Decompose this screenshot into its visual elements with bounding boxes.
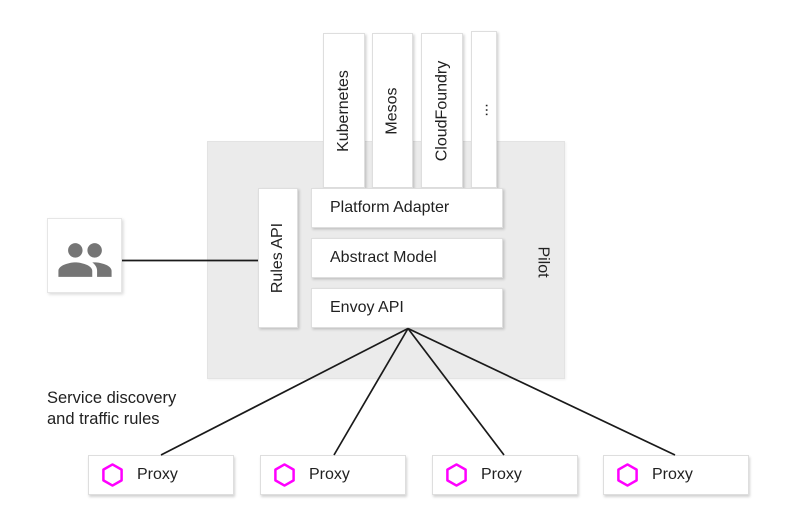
platform-label-kubernetes: Kubernetes [335,69,352,152]
layer-label-abstract-model: Abstract Model [330,249,437,266]
proxy-label: Proxy [481,466,522,483]
pilot-title: Pilot [521,234,565,290]
platform-box-ellipsis: ... [471,31,497,188]
rules-api-box: Rules API [258,188,298,328]
operator-box [47,218,122,293]
platform-label-cloudfoundry: CloudFoundry [433,60,450,161]
platform-label-ellipsis: ... [475,102,492,117]
platform-label-mesos: Mesos [383,86,401,135]
proxy-box-3: Proxy [432,455,578,495]
proxy-box-1: Proxy [88,455,234,495]
pilot-title-label: Pilot [535,246,552,278]
hexagon-icon [274,463,295,487]
proxy-box-2: Proxy [260,455,406,495]
hexagon-icon [617,463,638,487]
proxy-label: Proxy [137,466,178,483]
proxy-box-4: Proxy [603,455,749,495]
layer-envoy-api: Envoy API [311,288,503,328]
users-icon [57,243,112,277]
service-discovery-caption: Service discovery and traffic rules [47,389,177,428]
hexagon-icon [446,463,467,487]
layer-label-envoy-api: Envoy API [330,299,404,316]
proxy-label: Proxy [652,466,693,483]
proxy-label: Proxy [309,466,350,483]
layer-abstract-model: Abstract Model [311,238,503,278]
platform-box-cloudfoundry: CloudFoundry [421,33,463,188]
platform-box-mesos: Mesos [372,33,413,188]
hexagon-icon [102,463,123,487]
layer-platform-adapter: Platform Adapter [311,188,503,228]
rules-api-label: Rules API [269,222,287,294]
layer-label-platform-adapter: Platform Adapter [330,199,450,216]
platform-box-kubernetes: Kubernetes [323,33,365,188]
